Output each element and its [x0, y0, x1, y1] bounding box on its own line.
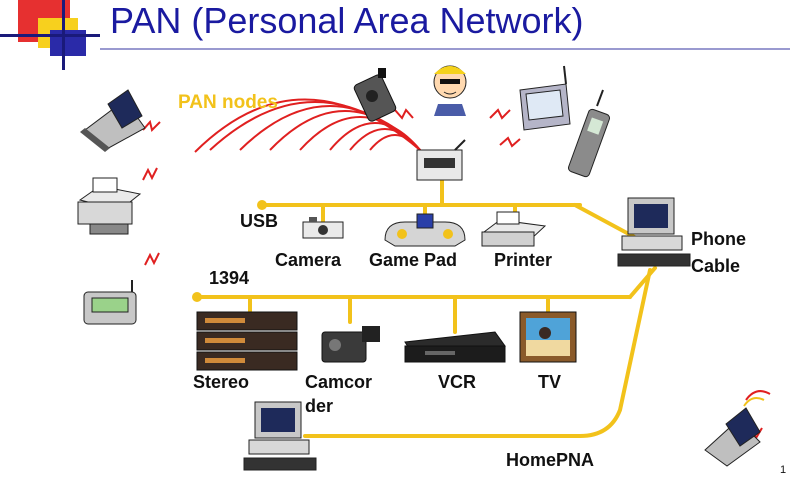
stereo-icon	[196, 311, 298, 371]
laptop-icon	[80, 89, 146, 152]
title-underline	[100, 48, 790, 50]
cable-label: Cable	[691, 256, 741, 276]
camcorder-label-line2: der	[305, 396, 334, 416]
camera-label: Camera	[275, 250, 342, 270]
slide-title: PAN (Personal Area Network)	[110, 0, 584, 41]
tv-icon	[519, 311, 577, 363]
pda-icon	[519, 65, 571, 131]
camcorder-icon	[321, 326, 380, 363]
homepna-line	[303, 268, 652, 438]
usb-label: USB	[240, 211, 279, 231]
phone-label: Phone	[691, 229, 747, 249]
vcr-icon	[404, 331, 506, 363]
stereo-label: Stereo	[193, 372, 250, 392]
cell-phone-icon	[568, 89, 610, 178]
hub-icon	[416, 139, 466, 181]
printer-icon	[77, 177, 142, 235]
usb-bus-end-dot	[257, 200, 267, 210]
corner-logo	[0, 0, 100, 70]
page-number: 1	[780, 464, 787, 476]
desktop-computer-icon	[617, 197, 691, 267]
pan-radio-waves	[194, 98, 421, 153]
pager-icon	[83, 280, 137, 325]
camera-icon	[302, 217, 344, 239]
wireless-laptop-icon	[704, 390, 771, 467]
homepna-label: HomePNA	[506, 450, 595, 470]
game-pad-icon	[384, 213, 466, 247]
walkman-icon	[353, 68, 397, 122]
game-pad-label: Game Pad	[369, 250, 458, 270]
tv-label: TV	[538, 372, 562, 392]
ieee1394-label: 1394	[209, 268, 250, 288]
printer-icon	[481, 211, 547, 247]
pan-nodes-label: PAN nodes	[178, 92, 278, 113]
vcr-label: VCR	[438, 372, 477, 392]
printer-label: Printer	[494, 250, 553, 270]
ieee1394-bus-end-dot	[192, 292, 202, 302]
desktop-computer-icon	[243, 401, 317, 471]
camcorder-label-line1: Camcor	[305, 372, 373, 392]
person-icon	[433, 65, 467, 116]
